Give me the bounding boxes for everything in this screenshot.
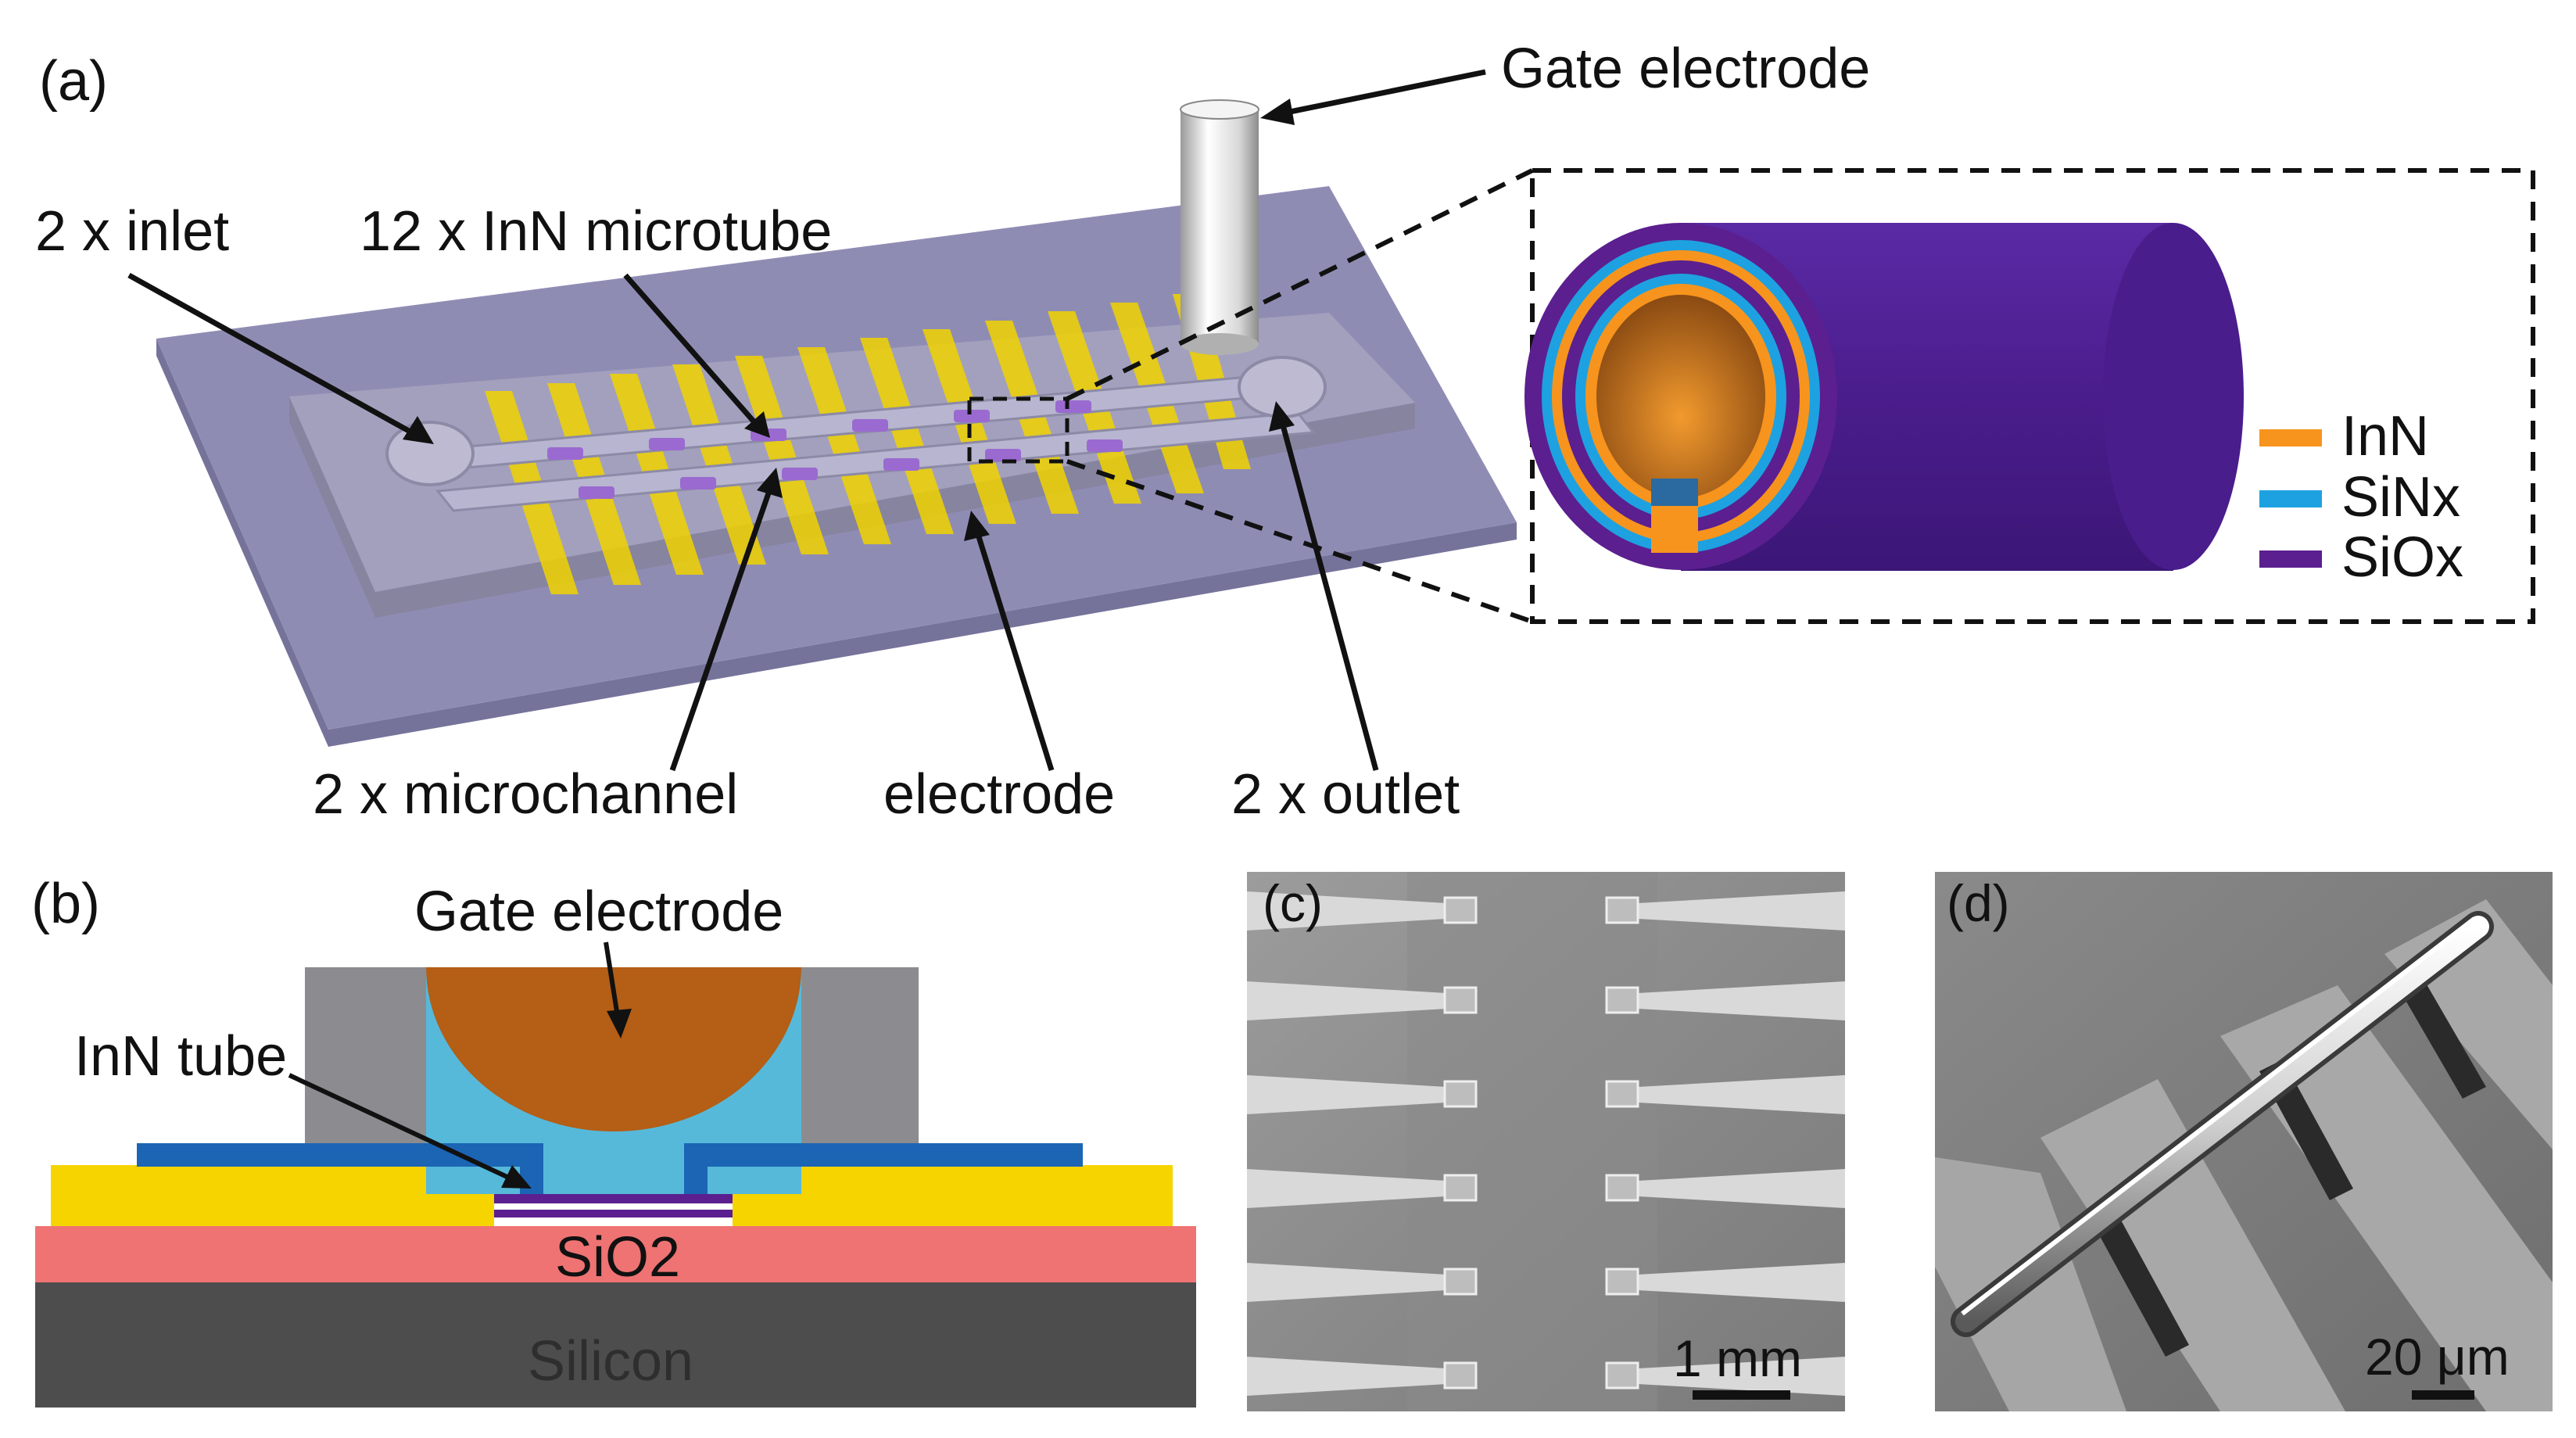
panel-d-sem: (d) 20 μm [1935, 872, 2553, 1411]
legend: InN SiNx SiOx [2259, 405, 2463, 589]
label-b-gate: Gate electrode [414, 880, 783, 943]
pdms-wall-left [305, 967, 426, 1165]
legend-label-siox: SiOx [2341, 526, 2463, 589]
passivation-right [684, 1143, 1083, 1167]
sem-d-microtube [1951, 911, 2494, 1337]
sem-c-center-band [1407, 872, 1657, 1411]
legend-item-sinx: SiNx [2259, 466, 2460, 529]
silicon-layer [35, 1282, 1196, 1408]
inn-tube-stack [494, 1194, 733, 1226]
scale-bar-c [1693, 1390, 1790, 1400]
gate-electrode-cylinder [1180, 99, 1259, 355]
zoom-line-top [1066, 168, 1534, 401]
legend-item-inn: InN [2259, 405, 2429, 468]
panel-a: (a) [35, 38, 2535, 826]
legend-label-inn: InN [2341, 405, 2429, 468]
microchannel-lower [435, 411, 1316, 512]
sio2-layer [35, 1226, 1196, 1282]
sem-d-contact-strip-3 [2220, 985, 2553, 1411]
sem-c-pads-right [1605, 896, 1639, 1390]
label-microtube: 12 x InN microtube [360, 200, 832, 263]
panel-b-arrows [288, 941, 632, 1189]
label-outlet: 2 x outlet [1231, 763, 1460, 826]
sem-d-contact-strip-2 [2040, 1079, 2345, 1411]
label-gate-electrode: Gate electrode [1501, 38, 1870, 100]
label-b-tube: InN tube [74, 1025, 287, 1088]
scale-label-d: 20 μm [2365, 1328, 2510, 1386]
gate-metal-dome [426, 967, 801, 1131]
label-b-sio2: SiO2 [555, 1226, 680, 1289]
panel-a-letter: (a) [39, 50, 108, 113]
legend-swatch-siox [2259, 550, 2322, 568]
scale-bar-d [2412, 1390, 2474, 1400]
label-electrode: electrode [883, 763, 1115, 826]
sem-c-pads-left [1443, 896, 1478, 1390]
label-inlet: 2 x inlet [35, 200, 229, 263]
legend-item-siox: SiOx [2259, 526, 2463, 589]
annotation-arrows [127, 69, 1486, 772]
panel-b: (b) Gate electrode InN tube SiO2 Silicon [31, 873, 1196, 1408]
inlet-well [385, 421, 475, 486]
zoom-line-bottom [1066, 459, 1533, 624]
inset-box [1530, 168, 2535, 624]
panel-b-letter: (b) [31, 873, 100, 935]
outlet-well [1238, 356, 1327, 418]
sem-c-electrodes-left [1247, 891, 1446, 1396]
scale-label-c: 1 mm [1673, 1329, 1802, 1387]
label-b-silicon: Silicon [528, 1330, 693, 1393]
legend-swatch-sinx [2259, 490, 2322, 507]
rolled-microtube [1524, 223, 2244, 571]
zoom-region-box [967, 396, 1069, 464]
panel-c-sem: (c) 1 mm [1247, 872, 1845, 1411]
sem-c-electrodes-right [1638, 891, 1845, 1396]
legend-swatch-inn [2259, 429, 2322, 446]
panel-c-letter: (c) [1263, 874, 1323, 932]
gold-electrode-left [51, 1165, 496, 1226]
pdms-wall-right [801, 967, 919, 1165]
legend-label-sinx: SiNx [2341, 466, 2460, 529]
passivation-right-lip [684, 1143, 708, 1194]
label-microchannel: 2 x microchannel [313, 763, 738, 826]
panel-d-letter: (d) [1947, 874, 2010, 932]
